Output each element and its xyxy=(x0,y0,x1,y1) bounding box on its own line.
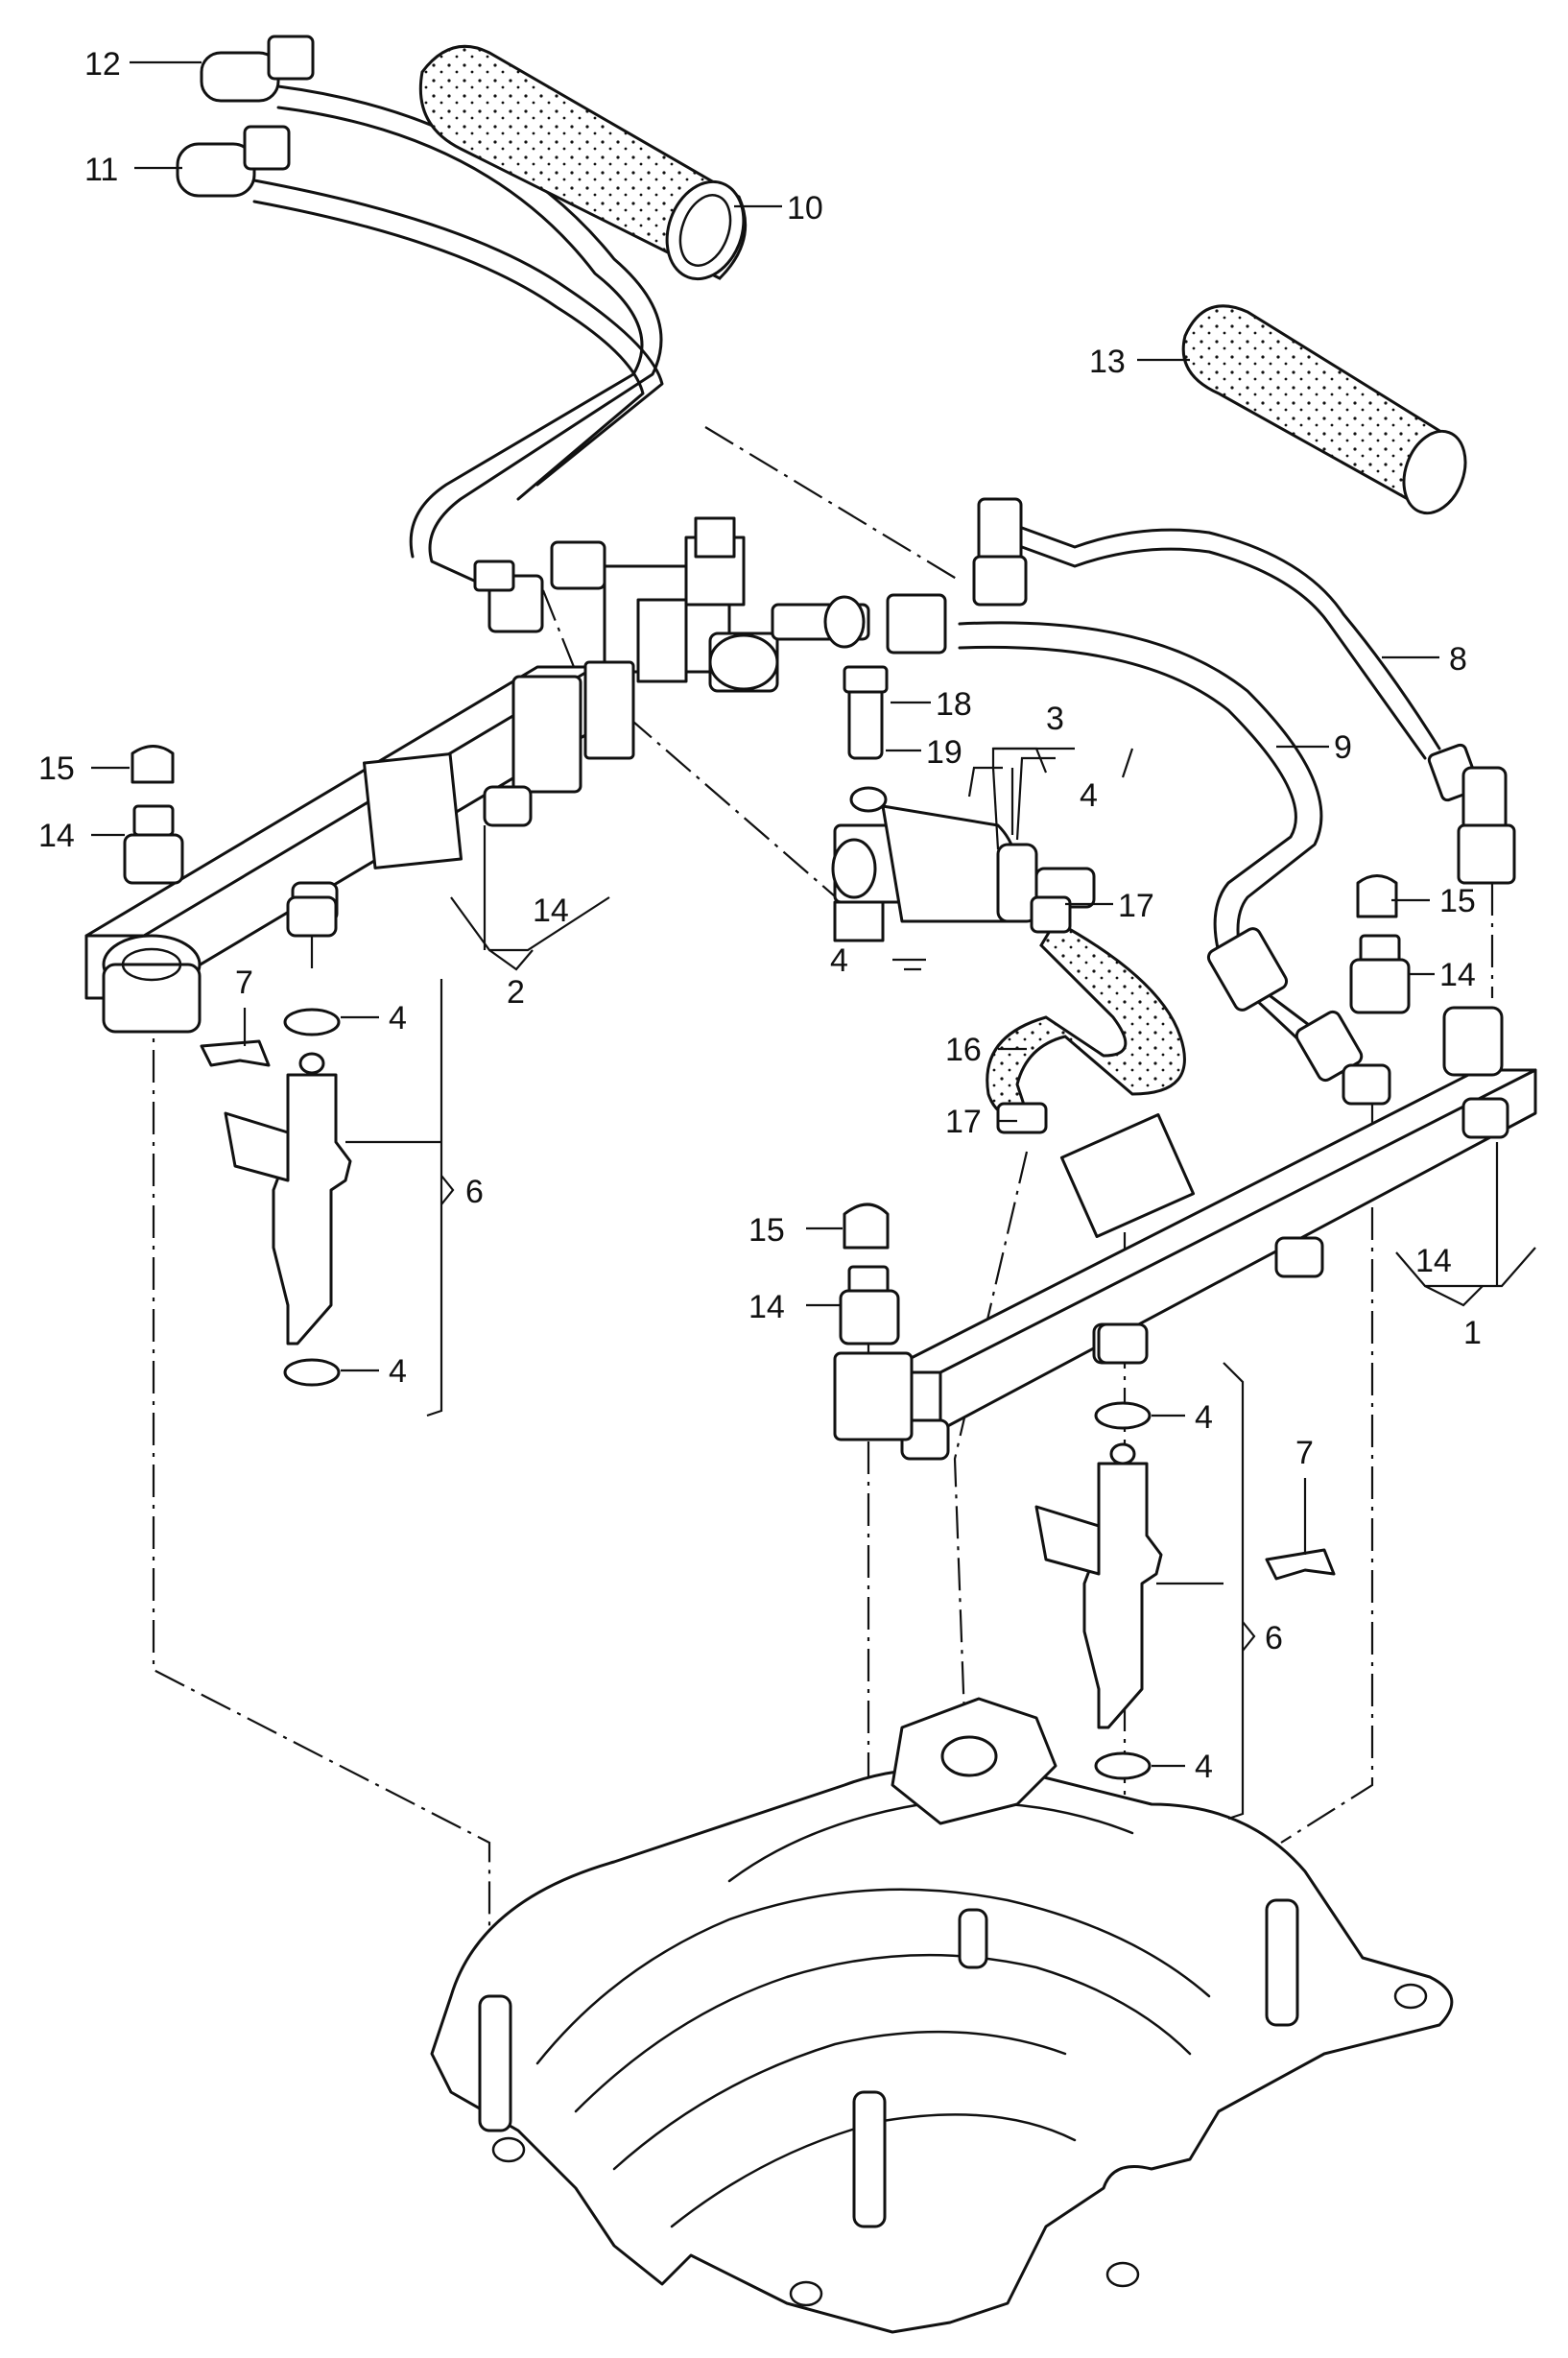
fitting-14-15-lower xyxy=(839,1203,900,1346)
fuel-rail-2 xyxy=(84,660,635,1034)
hose-10 xyxy=(418,44,748,281)
hose-16 xyxy=(986,895,1186,1134)
callout-14-rail1: 14 xyxy=(1415,1243,1452,1279)
callout-1: 1 xyxy=(1463,1315,1482,1351)
callout-4-regulator: 4 xyxy=(1080,777,1098,814)
callout-3: 3 xyxy=(1046,701,1064,737)
clip-7-right xyxy=(1265,1548,1336,1581)
pressure-regulator-3 xyxy=(831,665,1096,942)
fuel-distributor-block xyxy=(473,516,870,693)
callout-4-right-upper: 4 xyxy=(1195,1399,1213,1436)
callout-18: 18 xyxy=(936,686,972,723)
callout-11: 11 xyxy=(84,152,118,188)
injector-6-right xyxy=(1034,1322,1163,1780)
callout-15-lower: 15 xyxy=(748,1212,785,1249)
fuel-lines-left xyxy=(252,84,664,587)
callout-12: 12 xyxy=(84,46,121,83)
callout-4-left-upper: 4 xyxy=(389,1000,407,1036)
fitting-14-15-left xyxy=(123,745,184,885)
elbow-fitting-12 xyxy=(200,35,315,103)
callout-13: 13 xyxy=(1089,344,1126,380)
callout-16: 16 xyxy=(945,1032,982,1068)
clip-7-left xyxy=(200,1039,271,1067)
callout-15-left: 15 xyxy=(38,750,75,787)
hose-13 xyxy=(1181,304,1467,515)
callout-10: 10 xyxy=(787,190,823,226)
callout-14-rail2: 14 xyxy=(533,893,569,929)
elbow-fitting-11 xyxy=(176,125,291,198)
fuel-rail-1 xyxy=(833,1006,1537,1461)
callout-8: 8 xyxy=(1449,641,1467,678)
callout-14-right: 14 xyxy=(1439,957,1476,993)
fuel-line-8 xyxy=(972,497,1516,885)
fuel-line-9 xyxy=(886,593,1364,1083)
fitting-14-15-right xyxy=(1349,874,1411,1014)
callout-4-left-lower: 4 xyxy=(389,1353,407,1390)
callout-6-right: 6 xyxy=(1265,1620,1283,1656)
callout-6-left: 6 xyxy=(465,1174,484,1210)
callout-14-left: 14 xyxy=(38,818,75,854)
callout-19: 19 xyxy=(926,734,962,771)
callout-4-washer: 4 xyxy=(830,942,848,979)
callout-17-lower: 17 xyxy=(945,1104,982,1140)
callout-7-left: 7 xyxy=(235,965,253,1001)
callout-2: 2 xyxy=(507,974,525,1011)
callout-4-right-lower: 4 xyxy=(1195,1749,1213,1785)
callout-17-upper: 17 xyxy=(1118,888,1154,924)
intake-manifold xyxy=(430,1697,1454,2334)
callout-15-right: 15 xyxy=(1439,883,1476,919)
leader-lines xyxy=(91,60,1536,1821)
callouts: 12 11 10 13 8 9 18 19 3 4 17 4 16 17 15 … xyxy=(38,46,1482,1785)
callout-7-right: 7 xyxy=(1295,1435,1314,1471)
callout-9: 9 xyxy=(1334,729,1352,766)
callout-14-lower: 14 xyxy=(748,1289,785,1325)
injector-6-left xyxy=(224,895,352,1387)
